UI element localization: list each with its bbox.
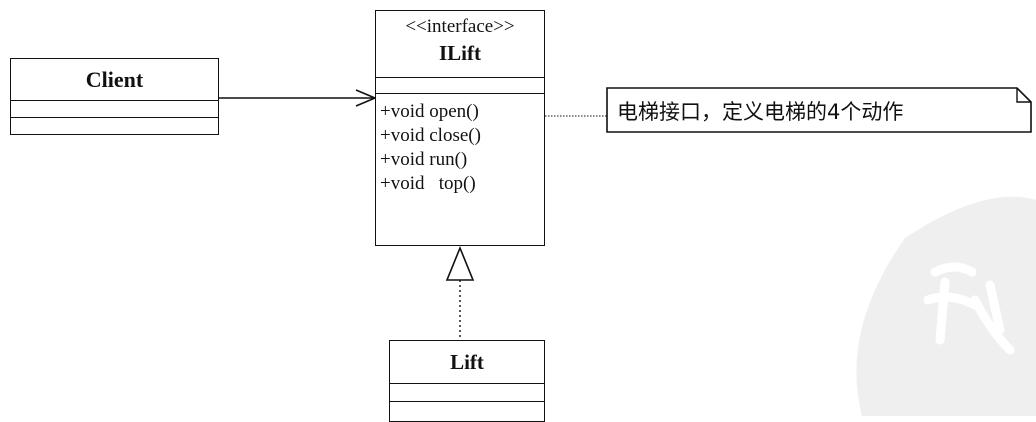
note-fold [1016,88,1031,103]
ilift-stereotype: <<interface>> [405,16,515,37]
ilift-operations-compartment: +void open() +void close() +void run() +… [376,93,544,200]
interface-note: 电梯接口，定义电梯的4个动作 [617,100,904,124]
client-attributes-compartment [11,100,218,117]
ilift-class-name: ILift [439,41,481,65]
ilift-attributes-compartment [376,77,544,93]
realization-triangle [445,245,475,281]
ilift-interface[interactable]: <<interface>> ILift +void open() +void c… [375,10,545,246]
watermark-seal [856,196,1036,416]
operation-close: +void close() [380,125,481,146]
lift-operations-compartment [390,401,544,419]
lift-attributes-compartment [390,383,544,401]
operation-open: +void open() [380,101,479,122]
lift-class[interactable]: Lift [389,340,545,422]
note-outline [606,87,1032,133]
lift-class-name: Lift [450,350,484,374]
client-class[interactable]: Client [10,58,219,135]
operation-run: +void run() [380,149,468,170]
client-class-name: Client [85,67,144,92]
client-operations-compartment [11,117,218,134]
operation-top: +void top() [380,173,476,194]
